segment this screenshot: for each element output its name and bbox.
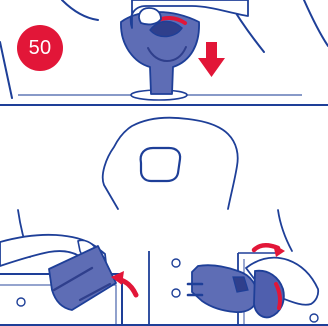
step-number-badge: 50 [17,25,63,71]
curved-right-arrow-icon [273,244,285,257]
down-arrow-icon [198,42,225,77]
right-frame-line [278,210,292,251]
bottom-illustration [0,106,328,326]
top-instruction-panel: 50 [0,0,328,105]
center-hole-upper [172,259,180,267]
bottom-instruction-panel [0,106,328,326]
seat-window [141,148,181,181]
left-hole [17,298,25,306]
top-left-contour [62,0,98,20]
right-outline-line [304,0,328,46]
right-hole [310,314,318,322]
top-thumb [139,8,161,24]
left-outline-line [0,42,12,98]
center-hole-lower [172,289,180,297]
